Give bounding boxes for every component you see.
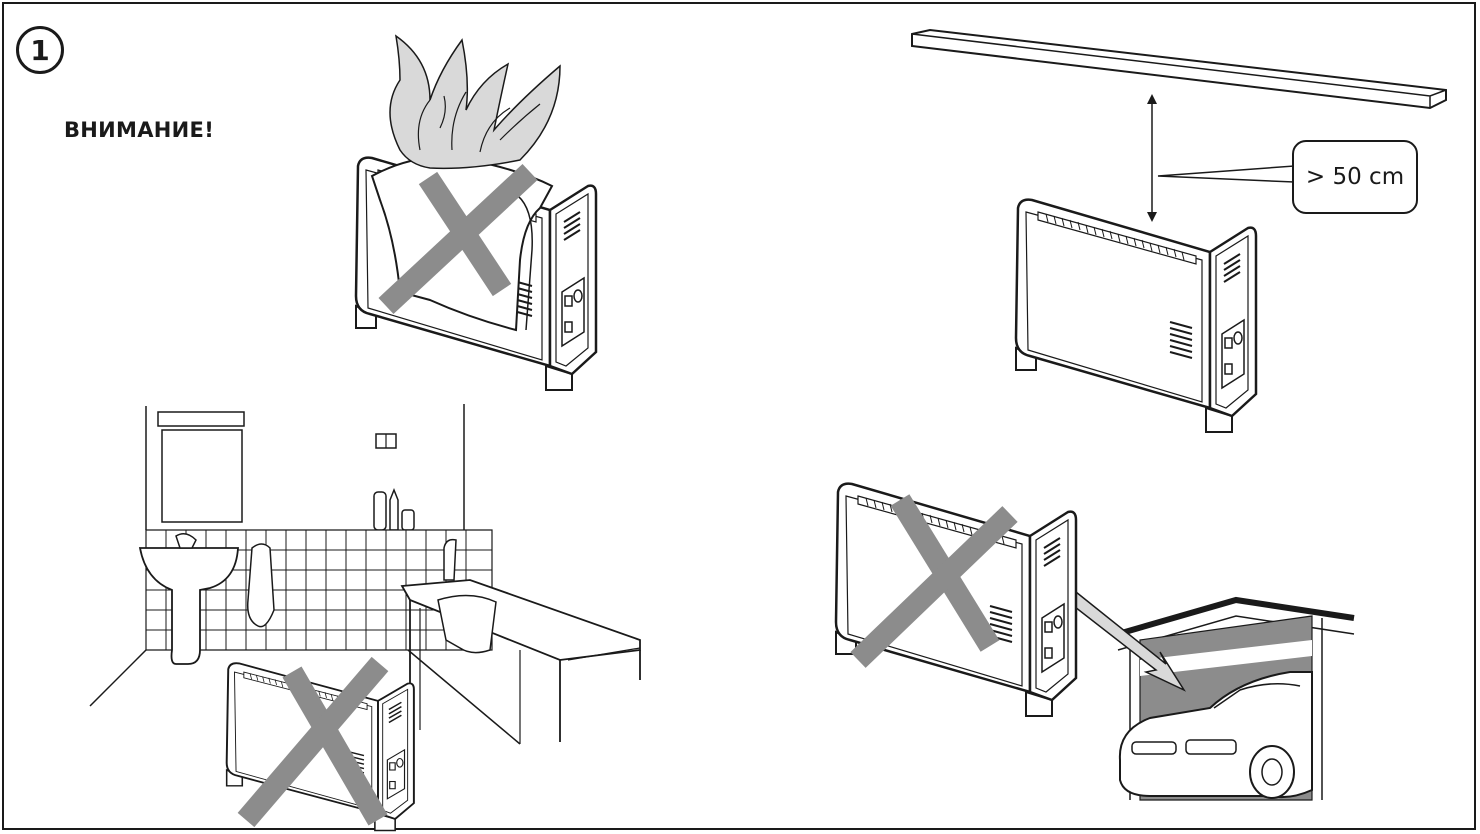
shelf-distance-scene: [911, 28, 1447, 434]
heater-covered-scene: [354, 34, 598, 392]
garage-scene: [834, 482, 1355, 801]
step-number-badge: 1: [16, 26, 64, 74]
bathroom-scene: [89, 404, 641, 832]
distance-callout: > 50 cm: [1292, 140, 1418, 214]
warning-title: ВНИМАНИЕ!: [64, 118, 215, 142]
